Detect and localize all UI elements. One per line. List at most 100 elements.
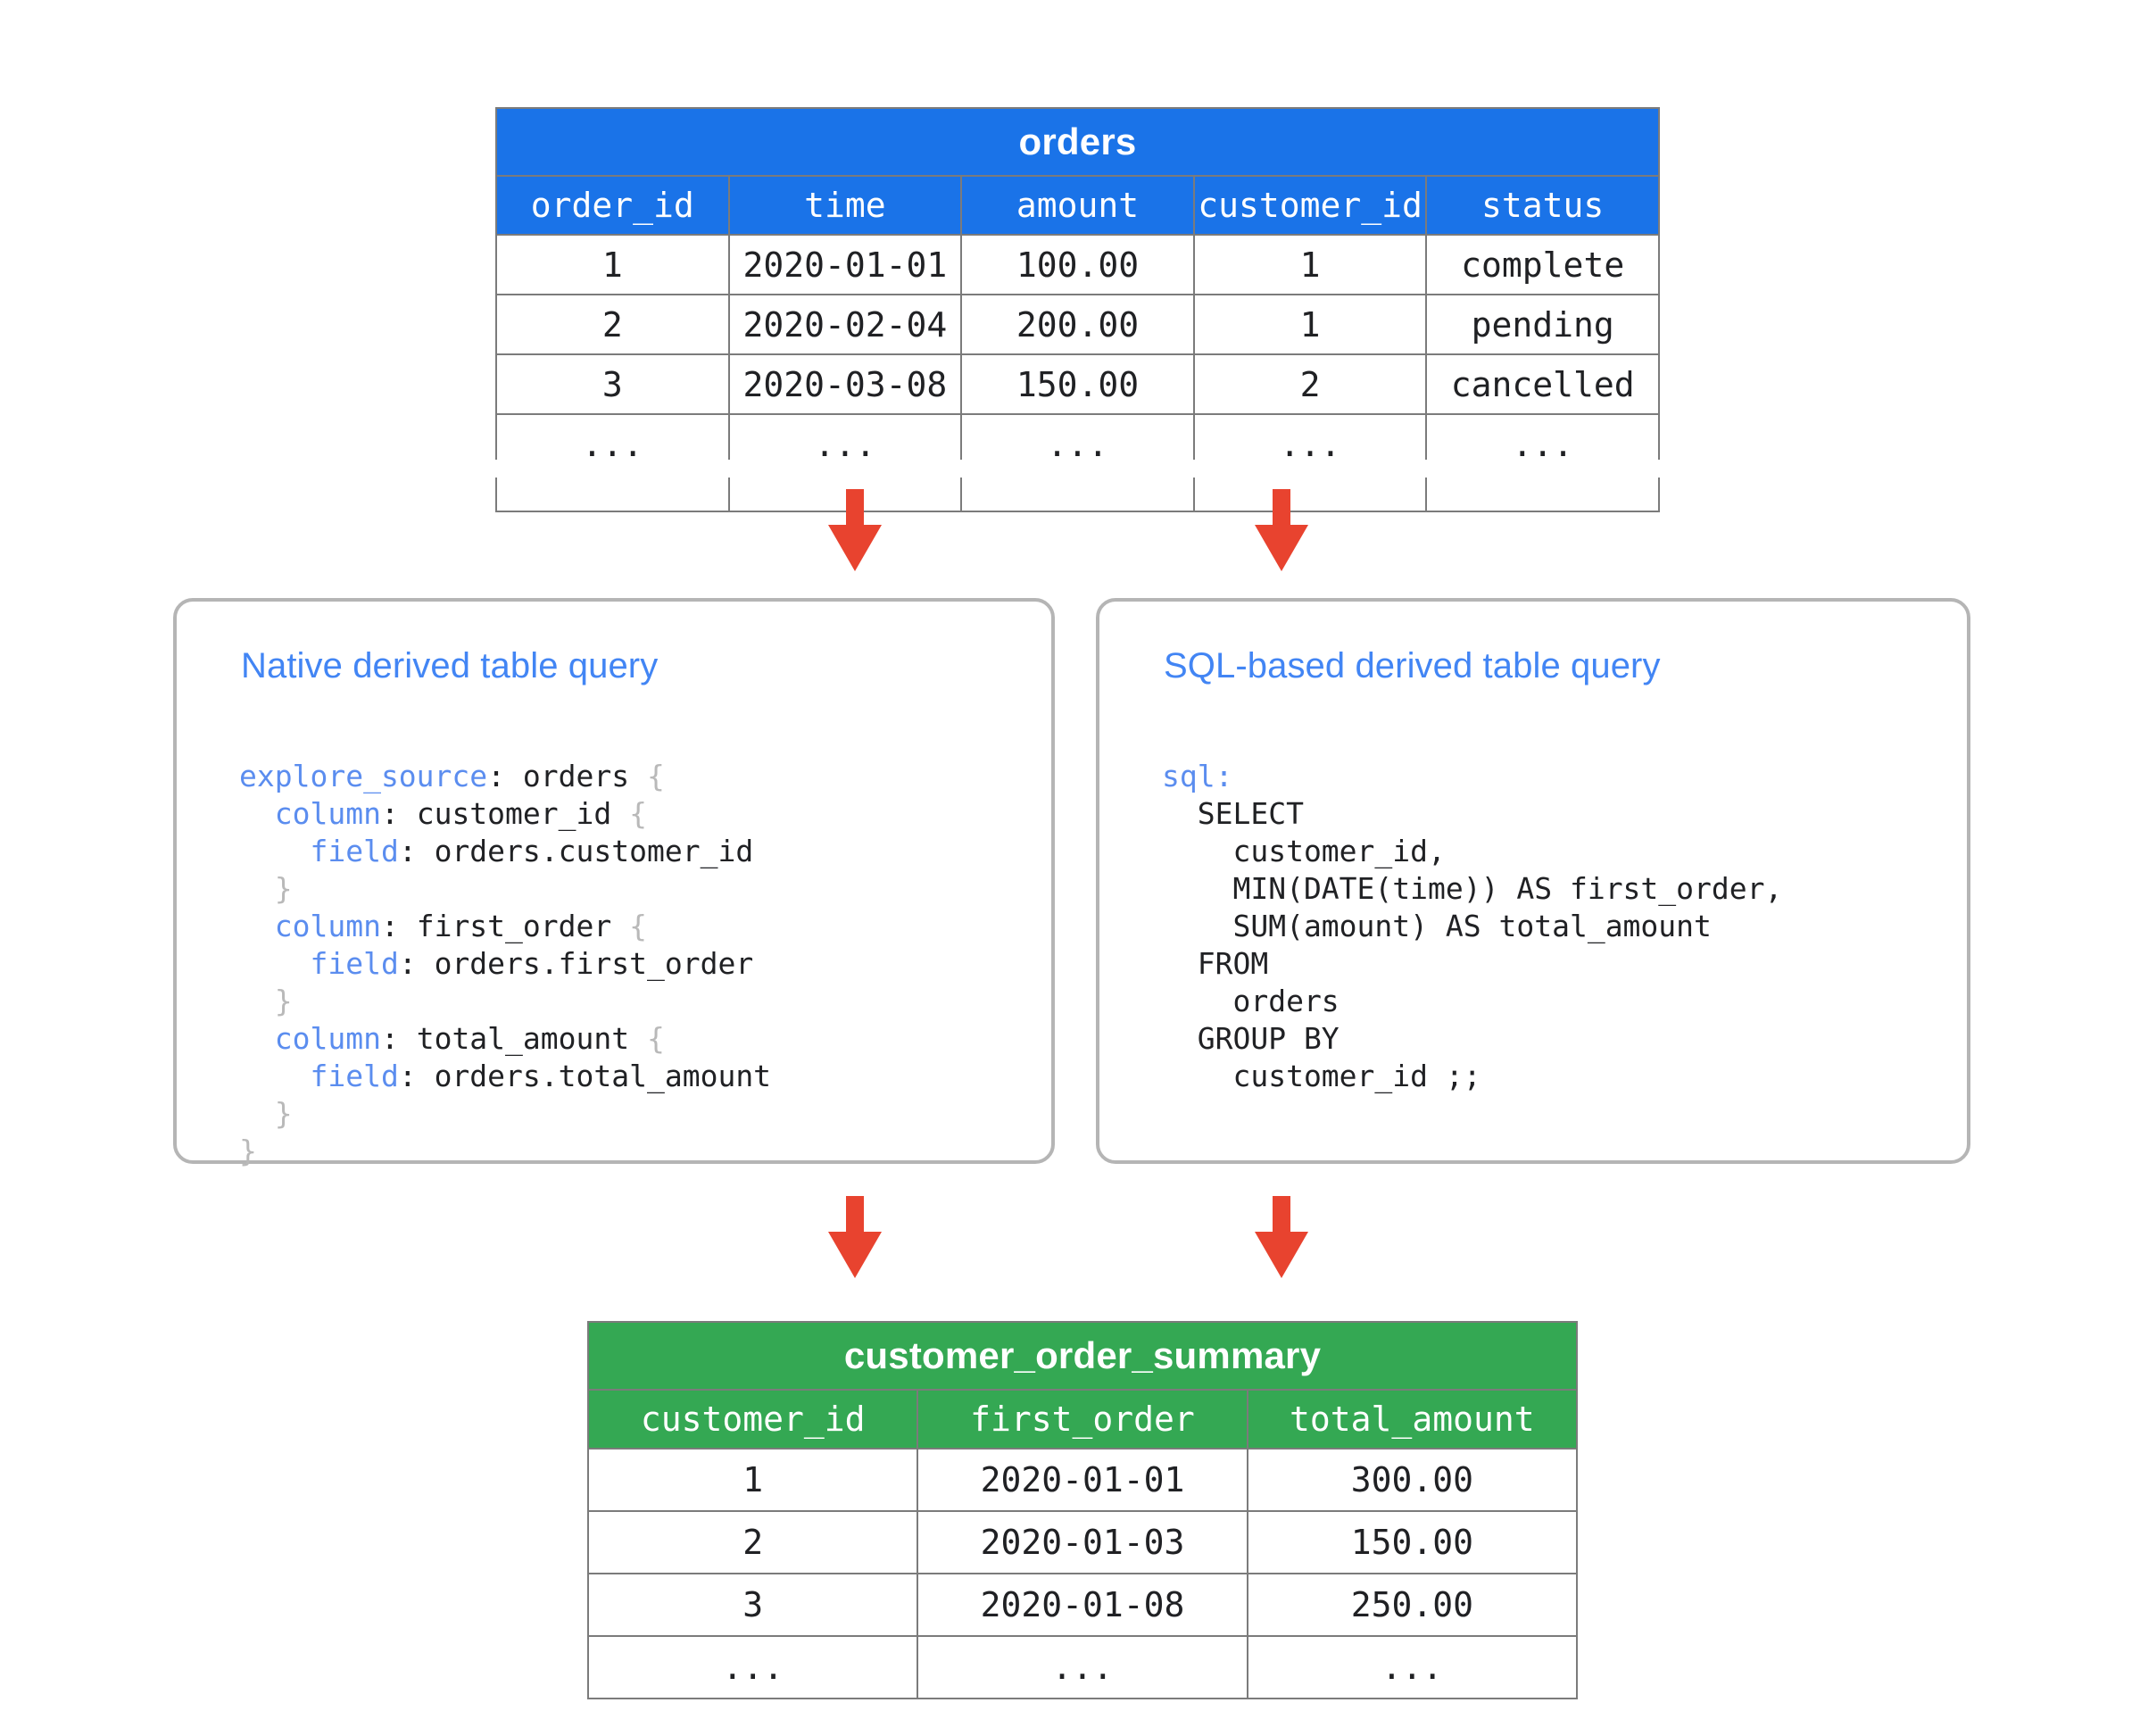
cell: 2 — [1192, 353, 1428, 415]
code-token — [239, 871, 275, 906]
code-token: SELECT — [1162, 796, 1304, 831]
orders-to-sql-arrow-icon — [1249, 489, 1314, 571]
cell: 150.00 — [1246, 1510, 1579, 1574]
code-token — [239, 909, 275, 943]
code-token: { — [646, 1021, 665, 1056]
code-token: : orders.customer_id — [398, 834, 754, 868]
cell: 3 — [586, 1573, 919, 1637]
code-token: column — [274, 796, 381, 831]
cell: 1 — [1192, 234, 1428, 295]
cell: ... — [586, 1635, 919, 1699]
cell: 150.00 — [960, 353, 1195, 415]
cell: 300.00 — [1246, 1448, 1579, 1512]
native-to-summary-arrow-icon — [823, 1196, 887, 1278]
code-token: column — [274, 909, 381, 943]
code-token: field — [310, 946, 399, 981]
cell: 3 — [495, 353, 730, 415]
code-token: : orders — [487, 759, 647, 793]
table-row: 1 2020-01-01 100.00 1 complete — [495, 234, 1660, 295]
orders-table-body: orders order_id time amount customer_id … — [495, 107, 1660, 512]
table-row: 3 2020-03-08 150.00 2 cancelled — [495, 353, 1660, 415]
code-token: field — [310, 834, 399, 868]
sql-to-summary-arrow-icon — [1249, 1196, 1314, 1278]
cell — [1425, 473, 1660, 512]
orders-col-amount: amount — [960, 175, 1195, 236]
customer-order-summary-table: customer_order_summary customer_id first… — [586, 1321, 1579, 1699]
code-token: customer_id, — [1162, 834, 1446, 868]
orders-col-order-id: order_id — [495, 175, 730, 236]
cell — [1192, 473, 1428, 512]
native-derived-table-card: Native derived table query explore_sourc… — [173, 598, 1055, 1168]
orders-table-name: orders — [495, 107, 1660, 177]
summary-table-name: customer_order_summary — [587, 1321, 1578, 1391]
cell — [960, 473, 1195, 512]
table-row: 1 2020-01-01 300.00 — [586, 1448, 1579, 1512]
code-token: } — [239, 1134, 257, 1168]
cell: pending — [1425, 294, 1660, 355]
table-row-ellipsis: ... ... ... — [586, 1635, 1579, 1699]
code-token: : orders.total_amount — [398, 1059, 772, 1093]
cell: ... — [1246, 1635, 1579, 1699]
cell: complete — [1425, 234, 1660, 295]
code-token: MIN(DATE(time)) AS first_order, — [1162, 871, 1783, 906]
code-token: FROM — [1162, 946, 1269, 981]
code-token: sql: — [1162, 759, 1233, 793]
code-token: } — [274, 984, 293, 1018]
code-token — [239, 984, 275, 1018]
code-token: field — [310, 1059, 399, 1093]
cell: 100.00 — [960, 234, 1195, 295]
code-token: column — [274, 1021, 381, 1056]
cell: cancelled — [1425, 353, 1660, 415]
cell: 2020-02-04 — [727, 294, 963, 355]
sql-code-block: sql: SELECT customer_id, MIN(DATE(time))… — [1162, 758, 1949, 1095]
code-token — [239, 1021, 275, 1056]
cell: 2020-01-01 — [727, 234, 963, 295]
code-token — [239, 834, 310, 868]
summary-col-customer-id: customer_id — [586, 1389, 919, 1449]
cell: 2 — [495, 294, 730, 355]
cell: ... — [917, 1635, 1248, 1699]
code-token: : total_amount — [380, 1021, 647, 1056]
code-token: { — [646, 759, 665, 793]
orders-table-header-row: order_id time amount customer_id status — [495, 175, 1660, 236]
orders-table-fade-mask — [489, 460, 1667, 478]
code-token: GROUP BY — [1162, 1021, 1340, 1056]
code-token — [239, 796, 275, 831]
cell: 1 — [495, 234, 730, 295]
orders-to-native-arrow-icon — [823, 489, 887, 571]
sql-derived-table-card: SQL-based derived table query sql: SELEC… — [1096, 598, 1970, 1164]
cell: 2 — [586, 1510, 919, 1574]
summary-table-header-row: customer_id first_order total_amount — [586, 1389, 1579, 1449]
code-token: orders — [1162, 984, 1340, 1018]
code-token: { — [629, 796, 647, 831]
summary-table-body: customer_order_summary customer_id first… — [586, 1321, 1579, 1699]
code-token: SUM(amount) AS total_amount — [1162, 909, 1712, 943]
cell: 250.00 — [1246, 1573, 1579, 1637]
orders-table-title-row: orders — [495, 107, 1660, 177]
cell: 2020-01-03 — [917, 1510, 1248, 1574]
summary-col-total-amount: total_amount — [1246, 1389, 1579, 1449]
orders-col-time: time — [727, 175, 963, 236]
code-token: } — [274, 1096, 293, 1131]
table-row: 2 2020-01-03 150.00 — [586, 1510, 1579, 1574]
native-code-block: explore_source: orders { column: custome… — [239, 758, 1033, 1170]
code-token — [239, 1096, 275, 1131]
code-token: explore_source — [239, 759, 488, 793]
code-token — [239, 946, 310, 981]
code-token: : customer_id — [380, 796, 630, 831]
cell: 2020-03-08 — [727, 353, 963, 415]
code-token: { — [629, 909, 647, 943]
sql-card-title: SQL-based derived table query — [1164, 646, 1661, 685]
native-card-title: Native derived table query — [241, 646, 659, 685]
table-row-truncated — [495, 473, 1660, 512]
summary-col-first-order: first_order — [917, 1389, 1248, 1449]
code-token: : orders.first_order — [398, 946, 754, 981]
table-row: 3 2020-01-08 250.00 — [586, 1573, 1579, 1637]
code-token: } — [274, 871, 293, 906]
table-row: 2 2020-02-04 200.00 1 pending — [495, 294, 1660, 355]
code-token — [239, 1059, 310, 1093]
cell: 1 — [586, 1448, 919, 1512]
code-token: : first_order — [380, 909, 630, 943]
cell: 200.00 — [960, 294, 1195, 355]
